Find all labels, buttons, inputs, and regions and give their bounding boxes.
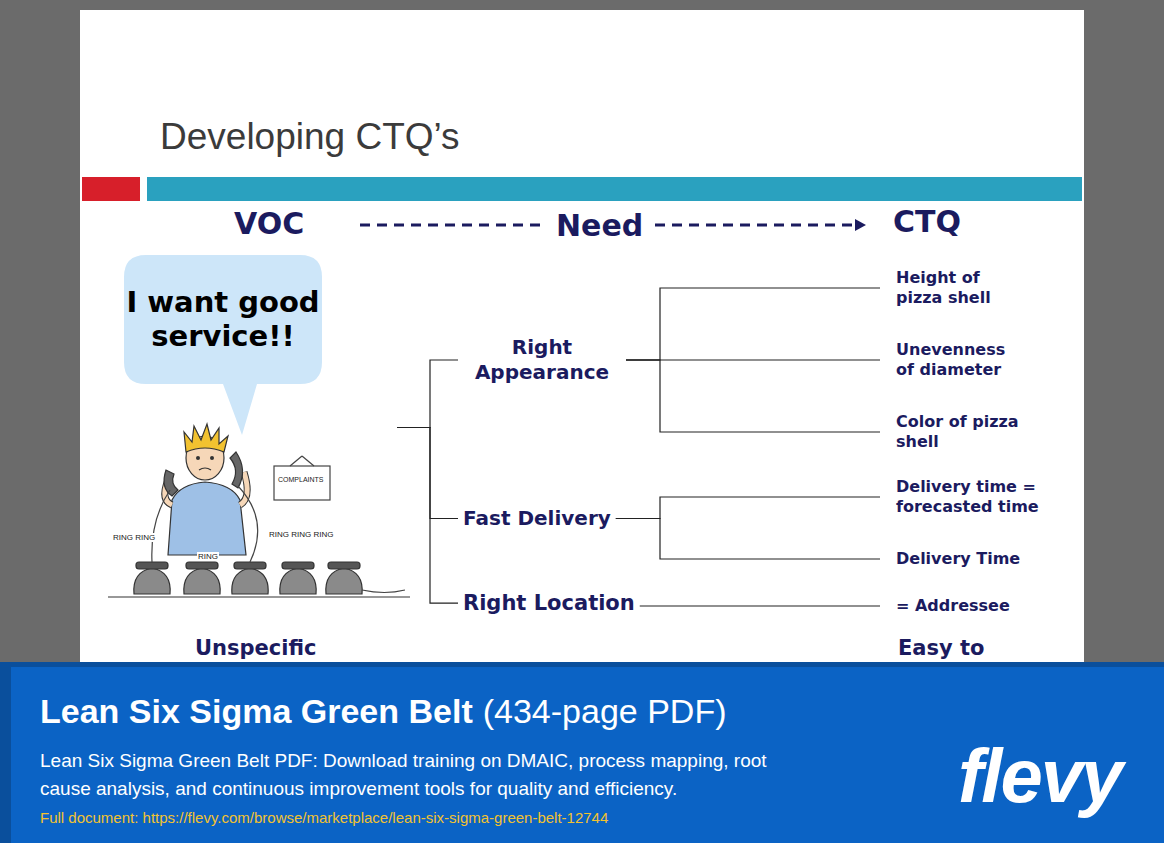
flevy-banner	[0, 662, 1164, 843]
node-text: Unevenness of diameter	[896, 340, 1020, 380]
footer-note: Unspecific	[195, 636, 316, 660]
node-text: I want good service!!	[124, 255, 322, 384]
ctq-item: Color of pizza shell	[880, 412, 1026, 452]
node-text: Right Location	[463, 590, 635, 616]
teal-bar	[147, 177, 1082, 201]
node-text: = Addressee	[896, 596, 1060, 616]
column-header: VOC	[234, 206, 304, 241]
ctq-item: Delivery Time	[880, 549, 1060, 569]
red-bar	[82, 177, 140, 201]
node-text: Color of pizza shell	[896, 412, 1026, 452]
ctq-item: = Addressee	[880, 596, 1060, 616]
node-text: Height of pizza shell	[896, 268, 1006, 308]
tree-connector	[616, 497, 880, 519]
tree-connector	[616, 519, 880, 560]
node-text: Right Appearance	[463, 335, 621, 385]
ring-text: RING	[197, 552, 219, 561]
tree-connector	[397, 428, 458, 519]
ring-text: RING RING	[112, 533, 156, 542]
tree-connector	[397, 360, 458, 428]
need-item: Right Appearance	[458, 335, 626, 385]
footer-note: Easy to	[898, 636, 984, 660]
column-header: CTQ	[893, 204, 961, 239]
node-text: Delivery Time	[896, 549, 1060, 569]
speech-bubble: I want good service!!	[105, 255, 397, 600]
tree-connector	[626, 288, 880, 360]
brand-logo: flevy	[958, 738, 1121, 814]
banner-link: Full document: https://flevy.com/browse/…	[40, 809, 608, 826]
node-text: Fast Delivery	[463, 506, 611, 531]
ctq-item: Height of pizza shell	[880, 268, 1006, 308]
ctq-item: Unevenness of diameter	[880, 340, 1020, 380]
tree-connector	[640, 605, 880, 606]
slide-title: Developing CTQ’s	[160, 116, 460, 158]
ctq-item: Delivery time = forecasted time	[880, 477, 1048, 517]
tree-connector	[626, 360, 880, 432]
tree-connector	[626, 359, 880, 360]
banner-title: Lean Six Sigma Green Belt	[40, 692, 473, 731]
need-item: Right Location	[458, 590, 640, 616]
banner-subtitle: (434-page PDF)	[483, 692, 727, 731]
bubble-shape	[124, 255, 322, 435]
banner-description: Lean Six Sigma Green Belt PDF: Download …	[40, 747, 820, 803]
column-header: Need	[556, 208, 643, 243]
sign-text: COMPLAINTS	[278, 476, 324, 483]
tree-connector	[397, 428, 458, 604]
man-illustration	[108, 424, 410, 597]
node-text: Delivery time = forecasted time	[896, 477, 1048, 517]
need-item: Fast Delivery	[458, 506, 616, 531]
ring-text: RING RING RING	[268, 530, 334, 539]
